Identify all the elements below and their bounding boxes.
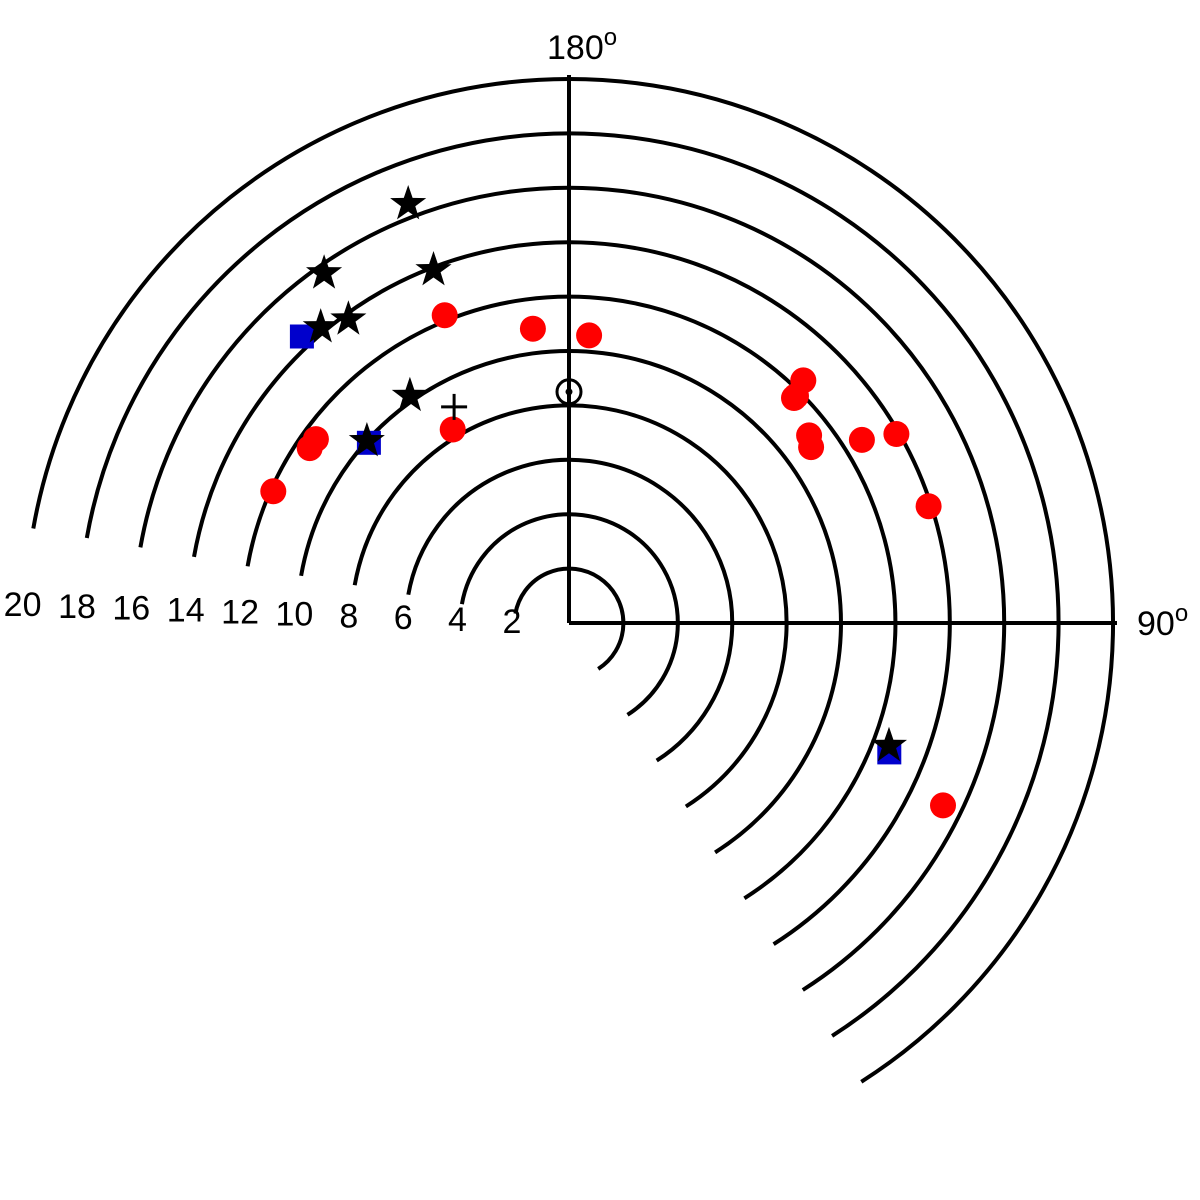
circle-point: [790, 367, 817, 394]
ring-label-10: 10: [275, 595, 313, 633]
ring-8: [352, 403, 789, 809]
plus-symbol: [441, 393, 468, 420]
sun-symbol: [555, 378, 583, 406]
ring-label-8: 8: [339, 597, 358, 635]
star-point: [306, 254, 343, 289]
angle-label-degree: o: [1175, 600, 1188, 627]
circle-point: [439, 416, 466, 443]
ring-6: [406, 457, 735, 763]
star-point: [415, 251, 452, 286]
star-point: [330, 300, 367, 335]
ring-4: [459, 512, 680, 717]
ring-16: [138, 185, 1007, 992]
star-point: [348, 422, 385, 457]
ring-label-2: 2: [502, 603, 521, 641]
star-point: [391, 376, 428, 412]
angle-label-degree: o: [604, 24, 617, 51]
circle-point: [431, 302, 458, 329]
ring-label-18: 18: [58, 588, 96, 626]
circle-point: [260, 478, 287, 505]
circle-point: [798, 434, 825, 461]
circle-point: [519, 315, 546, 342]
circle-point: [848, 426, 875, 453]
data-markers: [260, 185, 956, 819]
square-point: [289, 324, 314, 349]
star-point: [390, 185, 427, 220]
circle-point: [930, 792, 956, 819]
ring-10: [299, 349, 843, 855]
angle-label-180: 180o: [547, 24, 617, 67]
ring-12: [245, 294, 898, 900]
ring-label-12: 12: [221, 594, 259, 632]
ring-label-4: 4: [448, 601, 467, 639]
ring-label-20: 20: [4, 586, 42, 624]
ring-label-14: 14: [167, 592, 205, 630]
ring-20: [31, 77, 1116, 1084]
star-point: [870, 726, 907, 762]
circle-point: [883, 421, 910, 447]
circle-point: [296, 435, 323, 462]
ring-18: [84, 131, 1061, 1038]
polar-grid: [31, 75, 1117, 1084]
star-point: [302, 308, 339, 343]
ring-label-6: 6: [394, 599, 413, 637]
circle-point: [576, 322, 603, 349]
ring-label-16: 16: [112, 590, 150, 628]
circle-point: [915, 493, 942, 520]
angle-label-90: 90o: [1137, 600, 1188, 643]
ring-2: [513, 566, 626, 671]
